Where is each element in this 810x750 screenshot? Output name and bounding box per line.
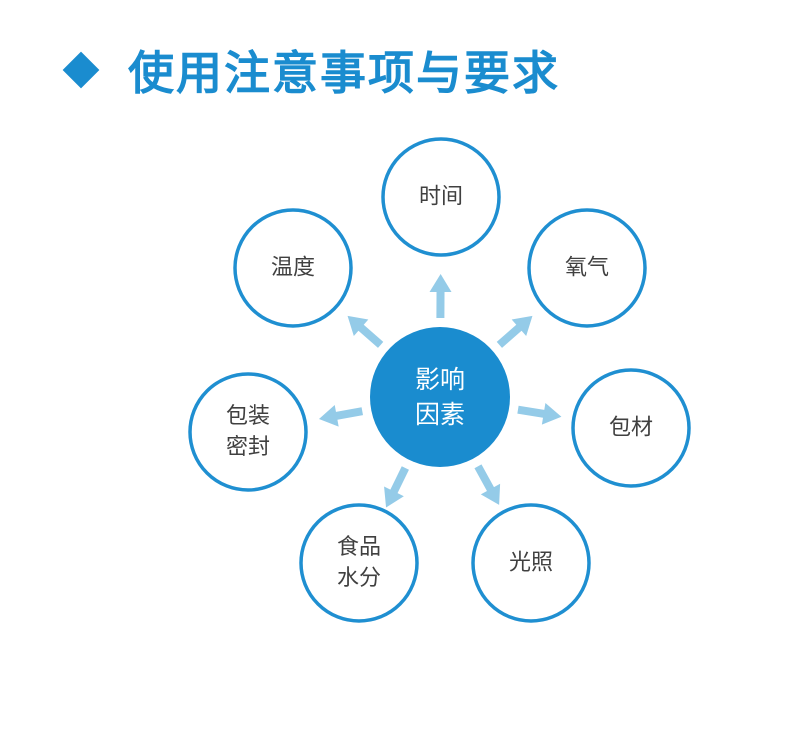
node-circle <box>233 208 353 328</box>
node-label: 温度 <box>271 256 315 281</box>
arrow-packaging <box>517 402 562 425</box>
node-circle <box>381 137 501 257</box>
node-packaging: 包材 <box>571 368 691 488</box>
node-time: 时间 <box>381 137 501 257</box>
node-circle <box>571 368 691 488</box>
center-label: 影响 <box>415 365 465 394</box>
title-text: 使用注意事项与要求 <box>128 46 560 100</box>
node-circle <box>471 503 591 623</box>
node-label: 光照 <box>509 551 553 576</box>
arrow-temperature <box>347 315 384 348</box>
arrow-oxygen <box>496 315 533 348</box>
arrow-sealing <box>318 405 363 427</box>
arrow-moisture <box>384 466 409 508</box>
node-label: 密封 <box>226 435 270 460</box>
node-label: 水分 <box>337 566 381 591</box>
center-label: 因素 <box>415 400 465 429</box>
node-circle <box>188 372 308 492</box>
node-label: 包装 <box>226 404 270 429</box>
arrow-time <box>429 274 452 319</box>
center-circle <box>370 327 510 467</box>
node-label: 包材 <box>609 416 653 441</box>
node-label: 时间 <box>419 185 463 210</box>
node-oxygen: 氧气 <box>527 208 647 328</box>
node-circle <box>527 208 647 328</box>
slide-title: 使用注意事项与要求 <box>60 40 560 100</box>
node-circle <box>299 503 419 623</box>
node-light: 光照 <box>471 503 591 623</box>
arrow-light <box>474 464 501 505</box>
node-temperature: 温度 <box>233 208 353 328</box>
node-label: 食品 <box>337 535 381 560</box>
node-label: 氧气 <box>565 256 609 281</box>
